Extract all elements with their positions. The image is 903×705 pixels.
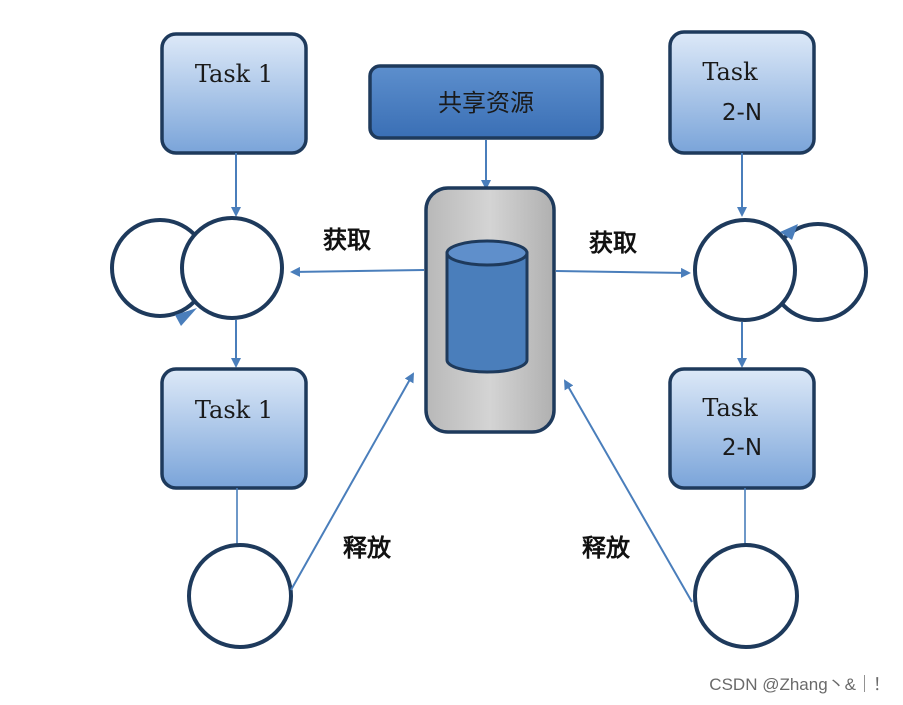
left-acquire-cycle: [110, 216, 284, 326]
right-acquire-label: 获取: [589, 229, 637, 257]
left-task-bottom-label: Task 1: [195, 396, 273, 424]
watermark-text: CSDN @Zhang丶&｜！: [709, 675, 890, 694]
right-acquire-cycle: [693, 218, 868, 322]
left-release-label: 释放: [343, 534, 392, 562]
right-release-arrow: [564, 379, 693, 603]
left-task-top-label: Task 1: [195, 60, 273, 88]
right-task-bottom-box: Task 2-N: [668, 367, 816, 490]
right-release-circle: [693, 543, 799, 649]
shared-resource-label: 共享资源: [438, 89, 534, 117]
right-task-bottom-line1: Task: [702, 394, 758, 422]
cycle-arrow-icon: [780, 224, 798, 240]
left-release-circle: [187, 543, 293, 649]
left-acquire-label: 获取: [323, 226, 371, 254]
database-cylinder-icon: [445, 239, 529, 374]
right-task-bottom-line2: 2-N: [722, 435, 762, 461]
right-acquire-arrow: [555, 267, 691, 278]
left-acquire-arrow: [290, 266, 425, 277]
left-task-bottom-box: Task 1: [160, 367, 308, 490]
left-task-top-box: Task 1: [160, 32, 308, 155]
shared-resource-box: 共享资源: [368, 64, 604, 140]
right-release-label: 释放: [582, 534, 631, 562]
right-task-top-box: Task 2-N: [668, 30, 816, 155]
right-task-top-line2: 2-N: [722, 100, 762, 126]
cycle-arrow-icon: [175, 308, 197, 326]
right-task-top-line1: Task: [702, 58, 758, 86]
left-release-arrow: [290, 372, 414, 591]
